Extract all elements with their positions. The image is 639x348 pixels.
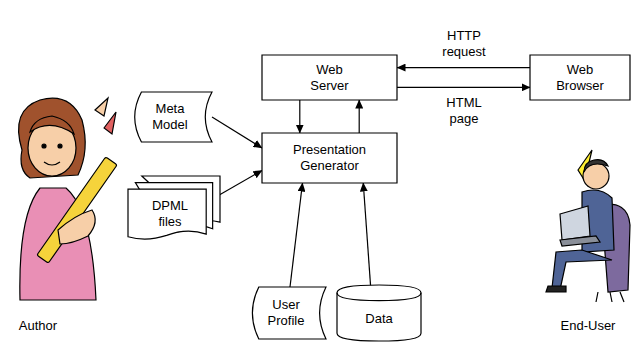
node-label: Presentation Generator [280,142,380,173]
node-text-group: Web Server [300,62,360,93]
connector-arrow [212,117,262,148]
connector-arrow [397,67,530,68]
node-label: DPML files [142,198,198,229]
data-cylinder: Data [337,285,421,341]
node-text-group: Meta Model [144,101,196,132]
browser-box: Web Browser [530,55,630,100]
connector-arrow [290,183,303,287]
connector-arrow [359,100,360,133]
end-user-label: End-User [548,318,628,334]
node-label: User Profile [261,297,311,328]
user-profile-store: User Profile [246,287,326,339]
connector-arrow [363,183,370,286]
node-label: Data [349,311,409,327]
node-text-group: User Profile [261,297,311,328]
node-label: Web Browser [549,62,611,93]
node-text-group: Presentation Generator [280,142,380,173]
node-text-group: DPML files [142,198,198,229]
node-text-group: Web Browser [549,62,611,93]
edge-label: HTML page [434,95,494,126]
node-text-group: Data [349,311,409,327]
generator-box: Presentation Generator [262,133,397,183]
author-figure [19,98,118,300]
dpml-documents: DPML files [128,176,220,242]
edge-label: HTTP request [434,28,494,59]
meta-model-store: Meta Model [128,92,212,142]
server-box: Web Server [262,55,397,100]
end-user-figure [546,150,630,302]
connector-arrow [299,100,300,133]
node-label: Meta Model [144,101,196,132]
author-label: Author [8,318,68,334]
node-label: Web Server [300,62,360,93]
connector-arrow [397,87,530,88]
